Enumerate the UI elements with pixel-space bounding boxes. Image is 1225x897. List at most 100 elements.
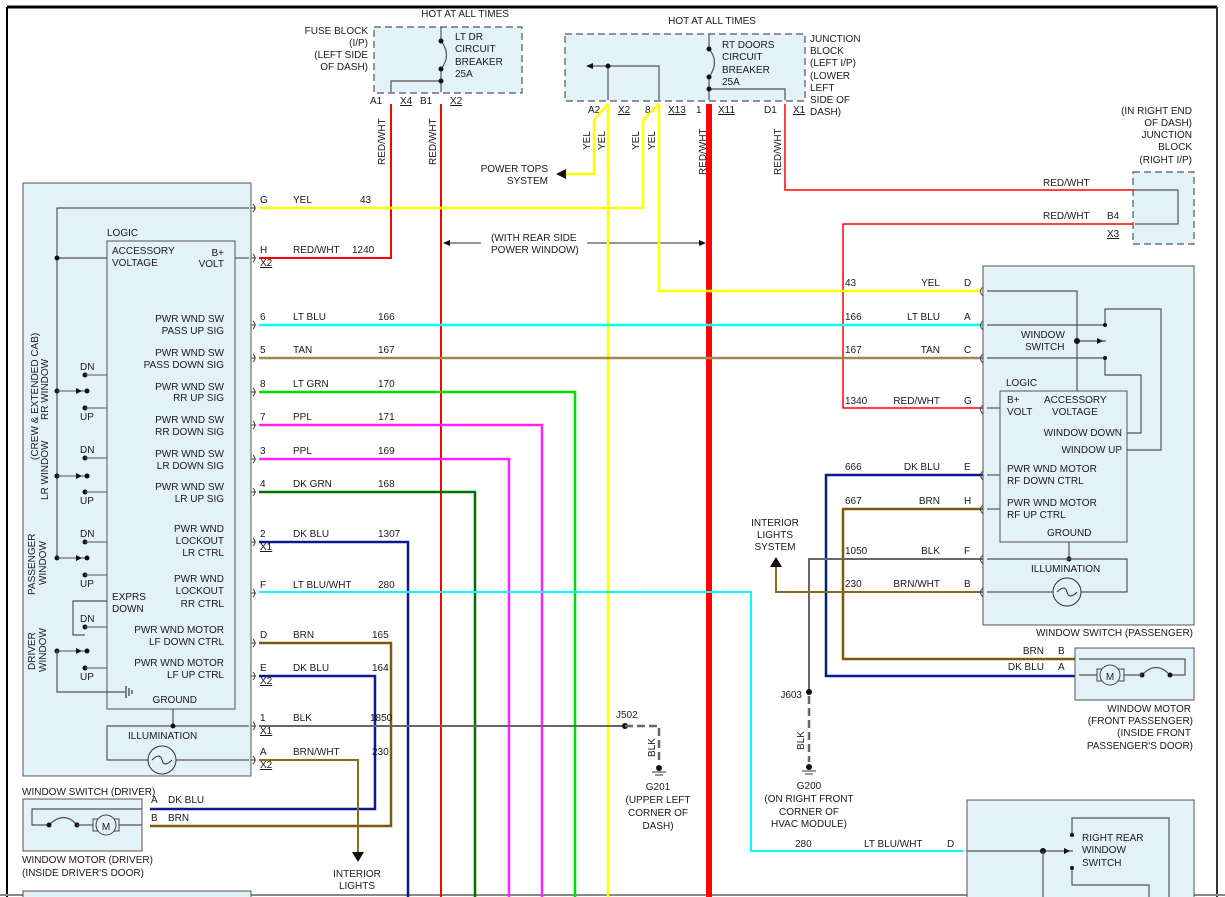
- ground-label: G200: [797, 781, 822, 792]
- signal-label: PWR WND MOTOR: [134, 658, 224, 669]
- connector-icon: [980, 470, 984, 481]
- pin-label: H: [964, 496, 971, 507]
- up-label: UP: [80, 412, 94, 423]
- pin-label: A: [260, 747, 267, 758]
- wire-dkblu-164: [150, 674, 377, 811]
- fuse-block-label: (I/P): [349, 38, 368, 49]
- wire-ppl-171: [259, 423, 544, 897]
- switch-contact: [84, 648, 90, 654]
- pass-motor-title: (FRONT PASSENGER): [1088, 716, 1193, 727]
- connector-icon: [251, 755, 256, 765]
- pin-label: A: [151, 795, 158, 806]
- pin-label: A2: [588, 105, 601, 116]
- connector-icon: [251, 420, 256, 430]
- accessory-label: VOLTAGE: [112, 258, 158, 269]
- fuse-block-label: OF DASH): [320, 62, 368, 73]
- jb-hot-label: HOT AT ALL TIMES: [668, 16, 756, 27]
- connector-label: X4: [400, 96, 413, 107]
- wire-color-label: BRN: [293, 630, 314, 641]
- splice-label: J502: [616, 710, 638, 721]
- wire-color-label: LT BLU: [907, 312, 940, 323]
- circuit-number: 1340: [845, 396, 868, 407]
- circuit-number: 1240: [352, 245, 375, 256]
- connector-label: X11: [718, 105, 735, 116]
- driver-switch-title: WINDOW SWITCH (DRIVER): [22, 787, 155, 798]
- wire-redwht-1240: [259, 104, 392, 259]
- accessory-label: ACCESSORY: [1044, 395, 1107, 406]
- window-switch-label: SWITCH: [1025, 342, 1064, 353]
- pin-label: E: [260, 663, 267, 674]
- motor-icon: [1099, 664, 1121, 686]
- arrow-left-icon: [556, 169, 566, 179]
- circuit-number: 43: [845, 278, 857, 289]
- rr-switch-label: WINDOW: [1082, 845, 1126, 856]
- switch-contact: [84, 473, 90, 479]
- rr-switch-label: SWITCH: [1082, 858, 1121, 869]
- pin-label: 4: [260, 479, 266, 490]
- pass-motor-title: (INSIDE FRONT: [1117, 728, 1191, 739]
- wire-color-label: TAN: [921, 345, 940, 356]
- bplus-label: B+: [211, 248, 224, 259]
- side-label: RR WINDOW: [40, 358, 51, 420]
- wire-color-label: YEL: [921, 278, 940, 289]
- wire-ltbluwht-280: [259, 591, 963, 852]
- fuse-block-label: FUSE BLOCK: [305, 26, 369, 37]
- breaker-label: BREAKER: [722, 65, 770, 76]
- circuit-number: 280: [378, 580, 395, 591]
- wire-color-label: BRN: [1023, 646, 1044, 657]
- connector-label: X1: [793, 105, 806, 116]
- wire-color-label: BLK: [796, 731, 807, 750]
- jb-label: LEFT: [810, 83, 834, 94]
- circuit-number: 168: [378, 479, 395, 490]
- signal-label: LR UP SIG: [175, 494, 224, 505]
- connector-icon: [251, 671, 256, 681]
- pin-label: G: [260, 195, 268, 206]
- signal-label: LF DOWN CTRL: [149, 637, 224, 648]
- arrow-down-icon: [352, 852, 364, 862]
- ground-g201: J502 BLK G201 (UPPER LEFT CORNER OF DASH…: [616, 710, 691, 832]
- window-down-label: WINDOW DOWN: [1044, 428, 1122, 439]
- power-tops-label: POWER TOPS: [481, 164, 549, 175]
- circuit-breaker-icon: [440, 40, 448, 70]
- pin-label: A: [1058, 662, 1065, 673]
- wire-color-label: RED/WHT: [1043, 178, 1090, 189]
- pin-label: A: [964, 312, 971, 323]
- wire-color-label: LT GRN: [293, 379, 329, 390]
- fuse-block: HOT AT ALL TIMES FUSE BLOCK (I/P) (LEFT …: [305, 9, 523, 165]
- junction-block-right: (IN RIGHT END OF DASH) JUNCTION BLOCK (R…: [1043, 106, 1195, 245]
- exprs-label: DOWN: [112, 604, 144, 615]
- pin-label: 7: [260, 412, 266, 423]
- wire-color-label: RED/WHT: [377, 118, 388, 165]
- pin-label: B: [1058, 646, 1065, 657]
- wire-ppl-169: [259, 457, 511, 897]
- logic-label: LOGIC: [107, 228, 138, 239]
- passenger-window-switch: WINDOW SWITCH LOGIC B+ VOLT ACCESSORY VO…: [982, 265, 1195, 639]
- power-tops-label: SYSTEM: [507, 176, 548, 187]
- ground-label: G201: [646, 782, 671, 793]
- arrow-left-icon: [443, 240, 450, 246]
- wire-color-label: DK BLU: [293, 663, 329, 674]
- wire-color-label: BRN/WHT: [893, 579, 940, 590]
- connector-icon: [251, 638, 256, 648]
- connector-icon: [251, 588, 256, 598]
- interior-lights-label: INTERIOR: [333, 869, 381, 880]
- wire-color-label: RED/WHT: [773, 128, 784, 175]
- jb-label: BLOCK: [810, 46, 844, 57]
- signal-label: PWR WND SW: [155, 382, 224, 393]
- connector-icon: [251, 537, 256, 547]
- connector-label: X3: [1107, 229, 1120, 240]
- pin-label: 8: [645, 105, 651, 116]
- connector-icon: [980, 320, 984, 331]
- circuit-number: 164: [372, 663, 389, 674]
- signal-label: PWR WND: [174, 524, 224, 535]
- connector-icon: [251, 387, 256, 397]
- exprs-label: EXPRS: [112, 592, 146, 603]
- circuit-number: 1307: [378, 529, 401, 540]
- wire-color-label: PPL: [293, 446, 312, 457]
- wire-color-label: RED/WHT: [1043, 211, 1090, 222]
- circuit-number: 230: [372, 747, 389, 758]
- circuit-number: 1850: [370, 713, 393, 724]
- connector-icon: [251, 353, 256, 363]
- ground-label: GROUND: [1047, 528, 1091, 539]
